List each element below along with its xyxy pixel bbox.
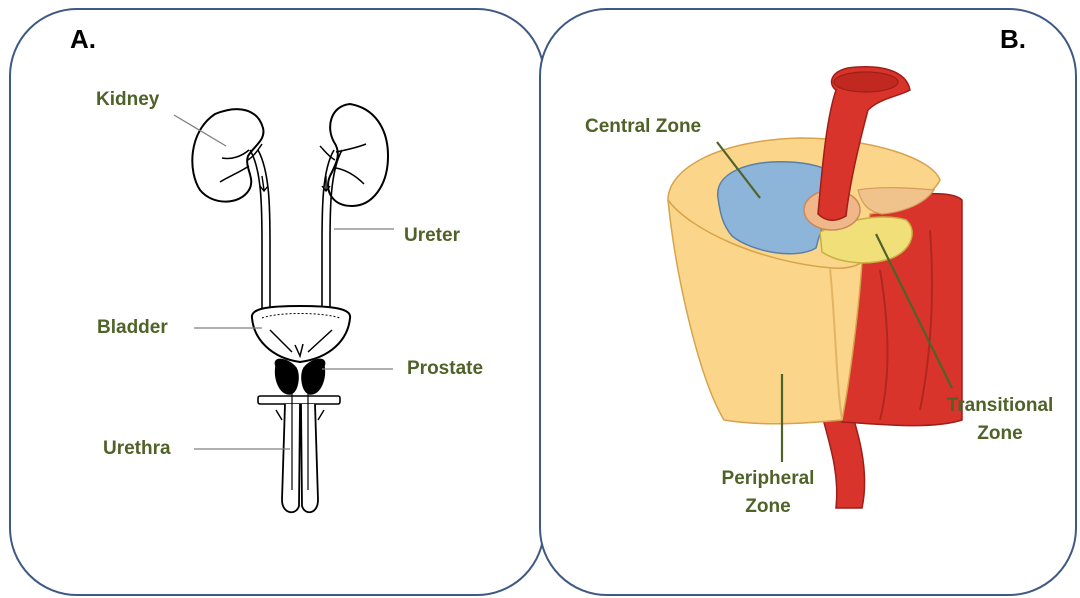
transitional-zone-label-line1: Transitional [930, 392, 1070, 420]
central-zone-label: Central Zone [585, 113, 701, 141]
kidney-label: Kidney [96, 86, 159, 114]
prostate-label: Prostate [407, 355, 483, 383]
peripheral-zone-label-line1: Peripheral [706, 465, 830, 493]
peripheral-zone-label: Peripheral Zone [706, 465, 830, 521]
urethra-label: Urethra [103, 435, 171, 463]
panel-a-letter: A. [70, 24, 96, 55]
ureter-label: Ureter [404, 222, 460, 250]
peripheral-zone-label-line2: Zone [706, 493, 830, 521]
transitional-zone-label: Transitional Zone [930, 392, 1070, 448]
panel-b-letter: B. [1000, 24, 1026, 55]
transitional-zone-label-line2: Zone [930, 420, 1070, 448]
bladder-label: Bladder [97, 314, 168, 342]
